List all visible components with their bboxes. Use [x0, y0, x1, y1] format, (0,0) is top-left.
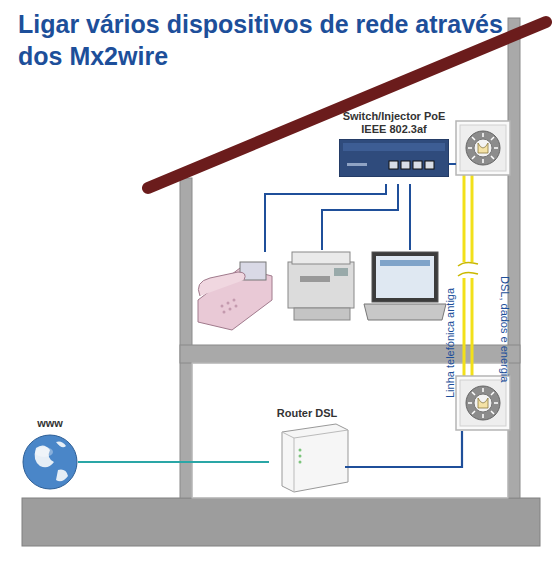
switch-node: Switch/Injector PoE IEEE 802.3af — [330, 110, 458, 177]
laptop — [364, 252, 446, 320]
globe — [23, 435, 77, 489]
line-label: DSL, dados e energia — [499, 276, 511, 581]
diagram-title: Ligar vários dispositivos de rede atravé… — [18, 8, 518, 72]
lan-wires — [265, 184, 410, 252]
node-label: Switch/Injector PoE IEEE 802.3af — [330, 110, 458, 136]
router-node: Router DSL — [262, 407, 352, 495]
node-shape — [269, 423, 345, 495]
line-label: Linha telefónica antiga — [444, 0, 456, 398]
poe-switch — [339, 139, 449, 177]
node-label: Router DSL — [262, 407, 352, 420]
phone-line — [458, 175, 478, 378]
node-shape — [339, 139, 449, 177]
node-label: www — [14, 417, 86, 430]
dsl-router — [282, 424, 348, 492]
node-shape — [22, 433, 78, 489]
printer — [288, 252, 354, 320]
ip-phone — [198, 262, 272, 330]
www-node: www — [14, 417, 86, 489]
network-cable — [78, 461, 269, 463]
